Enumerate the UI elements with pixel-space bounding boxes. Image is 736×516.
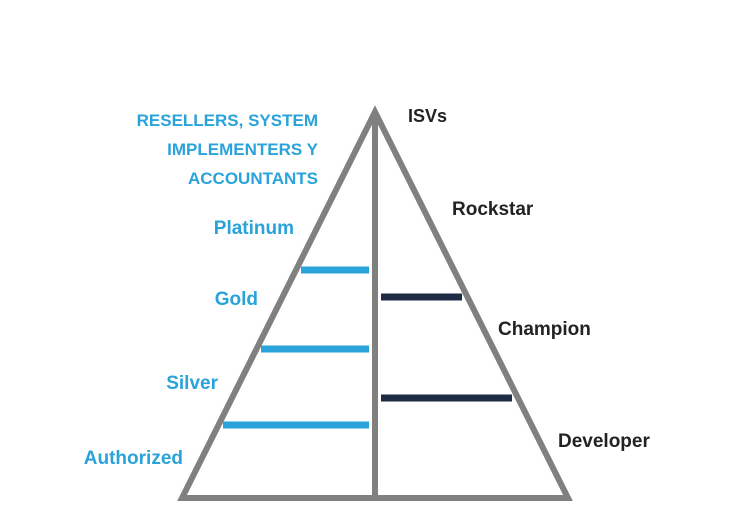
- right-tier-label-rockstar: Rockstar: [452, 199, 534, 220]
- left-tier-label-silver: Silver: [166, 373, 218, 394]
- right-heading: ISVs: [408, 106, 448, 126]
- left-heading-line: ACCOUNTANTS: [187, 169, 318, 188]
- left-heading-line: IMPLEMENTERS Y: [167, 140, 318, 159]
- left-tier-label-gold: Gold: [214, 289, 258, 310]
- left-tier-label-platinum: Platinum: [213, 218, 294, 239]
- left-heading: RESELLERS, SYSTEM IMPLEMENTERS Y ACCOUNT…: [137, 106, 318, 193]
- right-tier-label-developer: Developer: [558, 431, 650, 452]
- left-heading-line: RESELLERS, SYSTEM: [136, 111, 318, 130]
- left-tier-label-authorized: Authorized: [83, 448, 183, 469]
- right-tier-label-champion: Champion: [498, 319, 591, 340]
